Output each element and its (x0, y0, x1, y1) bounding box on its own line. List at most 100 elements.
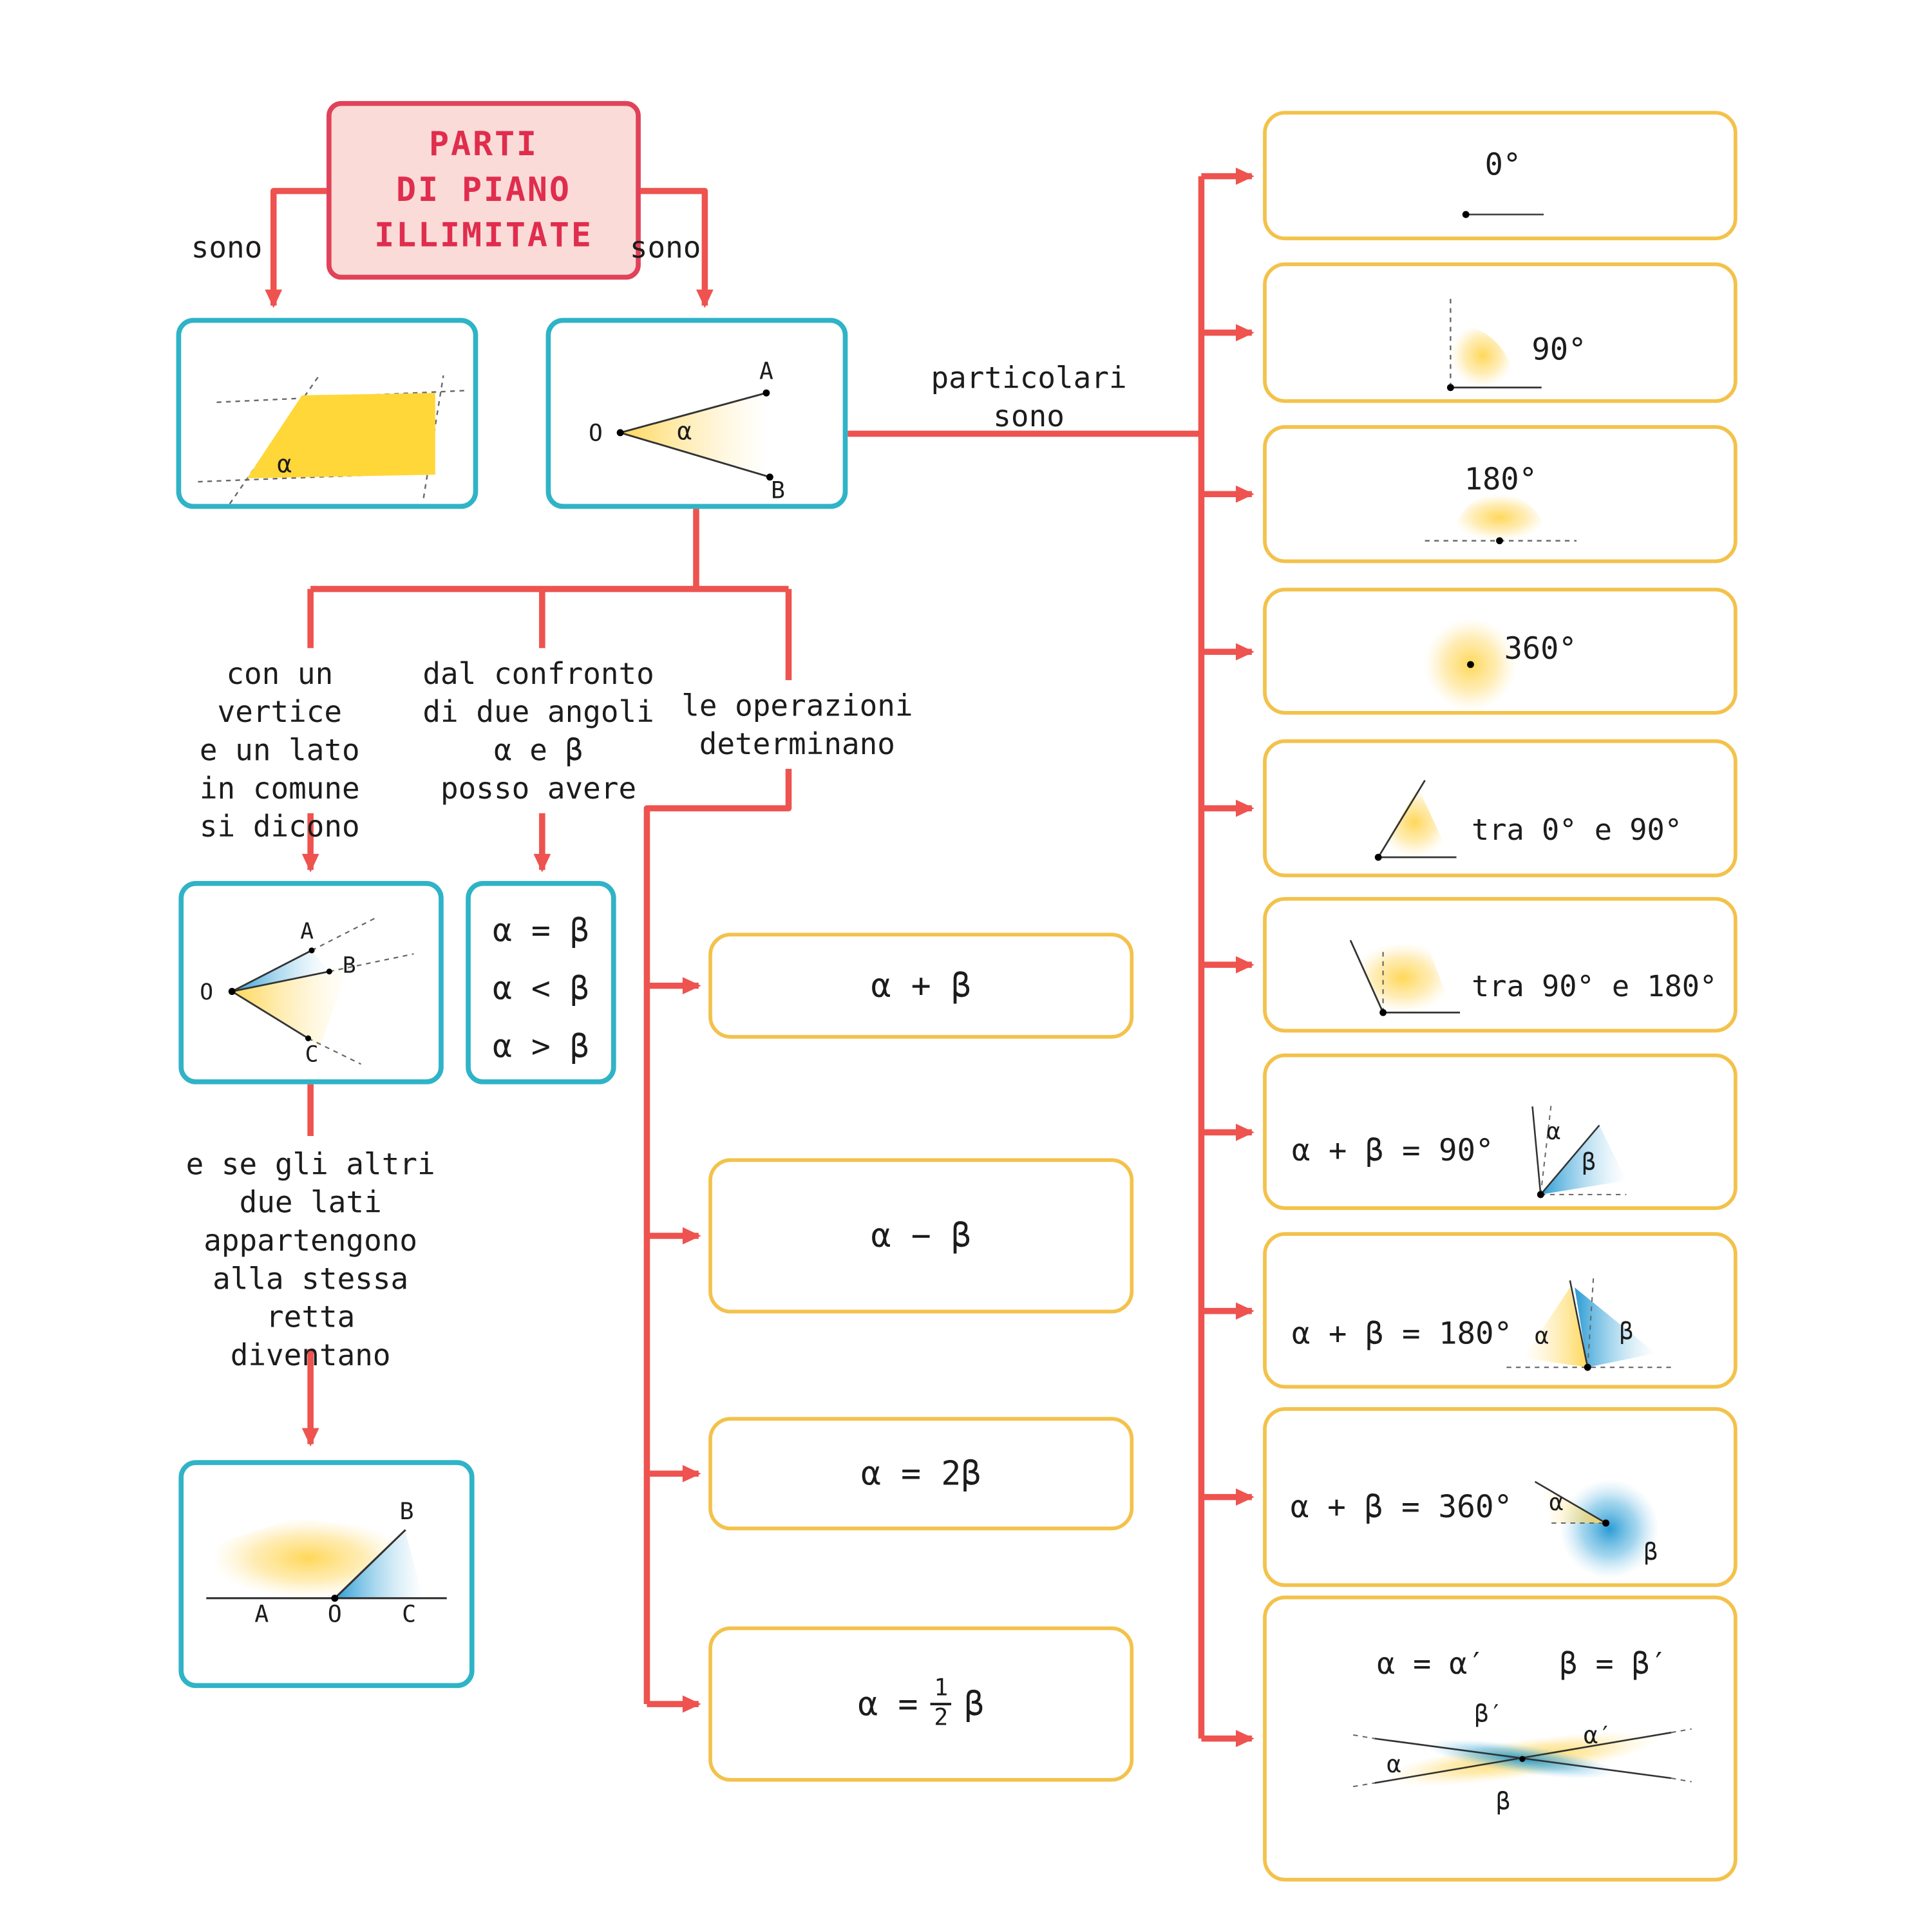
label-A: A (254, 1600, 269, 1627)
point-A (308, 947, 315, 954)
point-A (762, 389, 770, 397)
angle-shade (620, 393, 768, 475)
angle-B-label: B (771, 476, 785, 504)
adjacent-yellow-shade (211, 1518, 406, 1598)
ray-OA-ext (311, 916, 379, 951)
angle-obtuse-label: tra 90° e 180° (1472, 969, 1717, 1003)
compare-gt: α > β (493, 1028, 589, 1066)
label-C: C (305, 1042, 319, 1068)
angle-A-label: A (759, 357, 773, 384)
point-O (331, 1595, 339, 1602)
vertex-dot (1496, 537, 1503, 545)
label-O: O (200, 980, 213, 1005)
alpha-label: α (1387, 1750, 1401, 1778)
ray-OC-ext (308, 1037, 361, 1065)
obtuse-shade (1352, 942, 1454, 1013)
title-box: PARTI DI PIANO ILLIMITATE (327, 100, 641, 280)
comparison-box: α = β α < β α > β (466, 880, 616, 1084)
point-C (305, 1035, 312, 1041)
angle-180-box: 180° (1263, 425, 1738, 564)
alpha-label: α (1546, 1117, 1560, 1145)
operation-sum-label: α + β (871, 966, 971, 1005)
angle-0-figure: 0° (1462, 147, 1544, 218)
label-O: O (328, 1600, 342, 1627)
operation-difference-box: α − β (708, 1158, 1134, 1314)
ray-2 (1540, 1124, 1600, 1195)
vertex-dot (1467, 661, 1474, 668)
half-plane-shade (1453, 494, 1546, 541)
strip-box: α (176, 317, 478, 509)
strip-alpha-label: α (277, 450, 292, 478)
operation-half-box: α = 1 2 β (708, 1626, 1134, 1782)
angle-360-box: 360° (1263, 587, 1738, 715)
zero-vertex (1462, 211, 1470, 218)
title-line-3: ILLIMITATE (374, 216, 593, 256)
compare-lt: α < β (493, 971, 589, 1009)
ray-OB (334, 1529, 406, 1599)
alpha-label: α (1535, 1322, 1549, 1350)
point-O (228, 988, 236, 995)
complementary-label: α + β = 90° (1292, 1133, 1494, 1168)
operation-double-label: α = 2β (860, 1454, 981, 1493)
angle-360-label: 360° (1504, 632, 1577, 667)
label-A: A (300, 919, 314, 945)
middle-ray (1569, 1280, 1589, 1368)
label-sono-left: sono (191, 230, 263, 265)
point-B (766, 473, 773, 481)
beta-shade (1575, 1287, 1656, 1368)
beta-label: β (1643, 1538, 1658, 1566)
adjacent-angles-box: A O C B (178, 1460, 475, 1689)
label-sono-right: sono (629, 230, 701, 265)
label-B: B (343, 952, 356, 978)
ray-OB (231, 971, 330, 992)
arrow-title-to-strip (265, 187, 327, 308)
compare-eq: α = β (493, 913, 589, 951)
slanted-ray (1378, 779, 1426, 858)
line-2-ext-left (1352, 1734, 1375, 1739)
trunk-operations (643, 768, 792, 1705)
operation-half-post: β (964, 1685, 985, 1723)
angle-complementary-box: α + β = 90° α β (1263, 1053, 1738, 1210)
adjacent-blue-shade (334, 1532, 424, 1598)
angle-ray-OB (620, 431, 770, 478)
angle-supplementary-box: α + β = 180° α β (1263, 1232, 1738, 1389)
beta-label: β (1496, 1787, 1510, 1815)
arrow-title-to-angle (640, 187, 714, 308)
angle-opposite-box: α = α′ β = β′ β′ α′ α β (1263, 1595, 1738, 1882)
strip-dashed-right (422, 375, 444, 498)
consecutive-figure: O A B C (200, 916, 414, 1068)
angle-90-label: 90° (1531, 332, 1586, 367)
consecutive-angles-box: O A B C (178, 880, 444, 1084)
line-2-ext-right (1671, 1777, 1692, 1783)
acute-shade (1378, 787, 1451, 858)
adjacent-text: e se gli altri due lati appartengono all… (185, 1147, 435, 1373)
line-1-ext-left (1352, 1782, 1375, 1788)
beta-shade (1540, 1125, 1627, 1195)
angle-O-label: O (589, 419, 603, 447)
angle-obtuse-figure: tra 90° e 180° (1349, 940, 1717, 1016)
adjacent-figure: A O C B (206, 1497, 447, 1627)
ray-1 (1531, 1106, 1542, 1195)
angle-figure: O A B α (589, 357, 785, 504)
point-B (326, 968, 332, 975)
angle-obtuse-box: tra 90° e 180° (1263, 896, 1738, 1033)
vertex-dot (1584, 1363, 1591, 1371)
consecutive-blue-shade (232, 950, 330, 992)
angle-opposite-figure: α = α′ β = β′ β′ α′ α β (1352, 1646, 1692, 1815)
vertex-dot (1537, 1191, 1544, 1198)
vertex-dot (1379, 1009, 1387, 1016)
explementary-label: α + β = 360° (1291, 1490, 1513, 1525)
slanted-ray (1534, 1481, 1607, 1524)
vertex-dot (1446, 384, 1454, 392)
point-O (616, 429, 624, 437)
title-line-2: DI PIANO (396, 171, 571, 210)
alpha-shade (1522, 1287, 1588, 1368)
angle-acute-label: tra 0° e 90° (1472, 813, 1682, 847)
angle-explementary-box: α + β = 360° α β (1263, 1406, 1738, 1587)
angle-ray-OA (620, 392, 767, 434)
beta-label: β (1582, 1148, 1596, 1176)
operation-double-box: α = 2β (708, 1417, 1134, 1531)
beta-shade (1560, 1479, 1660, 1579)
